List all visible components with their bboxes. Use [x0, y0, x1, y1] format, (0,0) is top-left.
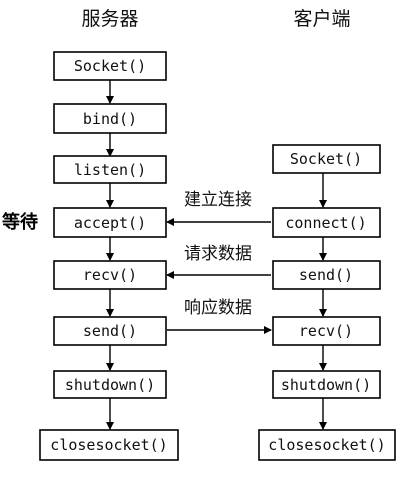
client-node-shutdown: shutdown() — [272, 370, 381, 399]
client-node-shutdown-box — [272, 370, 381, 399]
server-node-listen-label: listen() — [74, 161, 146, 179]
server-node-closesocket-box — [39, 429, 179, 461]
server-column-heading: 服务器 — [81, 8, 138, 30]
client-column-heading: 客户端 — [293, 8, 350, 30]
server-node-socket: Socket() — [53, 51, 167, 81]
message-edges — [166, 218, 272, 334]
server-node-send: send() — [53, 316, 167, 346]
server-node-closesocket: closesocket() — [39, 429, 179, 461]
server-node-bind: bind() — [53, 103, 167, 134]
message-label-response: 响应数据 — [184, 298, 252, 318]
message-label-request: 请求数据 — [184, 244, 252, 264]
server-node-shutdown: shutdown() — [53, 370, 167, 399]
client-node-send-label: send() — [299, 266, 353, 284]
wait-annotation: 等待 — [2, 211, 38, 233]
server-node-accept: accept() — [53, 207, 167, 238]
client-node-socket-box — [272, 144, 381, 174]
server-node-send-box — [53, 316, 167, 346]
server-node-shutdown-box — [53, 370, 167, 399]
server-node-recv-label: recv() — [83, 266, 137, 284]
client-node-send: send() — [272, 260, 381, 290]
client-node-connect-box — [272, 207, 381, 238]
client-node-socket: Socket() — [272, 144, 381, 174]
server-node-bind-label: bind() — [83, 110, 137, 128]
client-node-recv-box — [272, 316, 381, 346]
client-node-recv-label: recv() — [299, 322, 353, 340]
server-node-bind-box — [53, 103, 167, 134]
client-node-connect-label: connect() — [285, 214, 366, 232]
server-node-socket-box — [53, 51, 167, 81]
client-node-socket-label: Socket() — [290, 150, 362, 168]
client-node-closesocket-label: closesocket() — [268, 436, 385, 454]
client-node-closesocket: closesocket() — [258, 429, 396, 461]
server-node-socket-label: Socket() — [74, 57, 146, 75]
client-node-connect: connect() — [272, 207, 381, 238]
client-node-closesocket-box — [258, 429, 396, 461]
message-label-connect: 建立连接 — [184, 190, 252, 210]
server-node-accept-box — [53, 207, 167, 238]
server-node-recv-box — [53, 260, 167, 290]
server-node-listen-box — [53, 155, 167, 184]
server-node-closesocket-label: closesocket() — [50, 436, 167, 454]
server-node-recv: recv() — [53, 260, 167, 290]
server-node-listen: listen() — [53, 155, 167, 184]
client-node-recv: recv() — [272, 316, 381, 346]
server-node-send-label: send() — [83, 322, 137, 340]
client-node-shutdown-label: shutdown() — [281, 376, 371, 394]
server-node-shutdown-label: shutdown() — [65, 376, 155, 394]
server-node-accept-label: accept() — [74, 214, 146, 232]
client-node-send-box — [272, 260, 381, 290]
